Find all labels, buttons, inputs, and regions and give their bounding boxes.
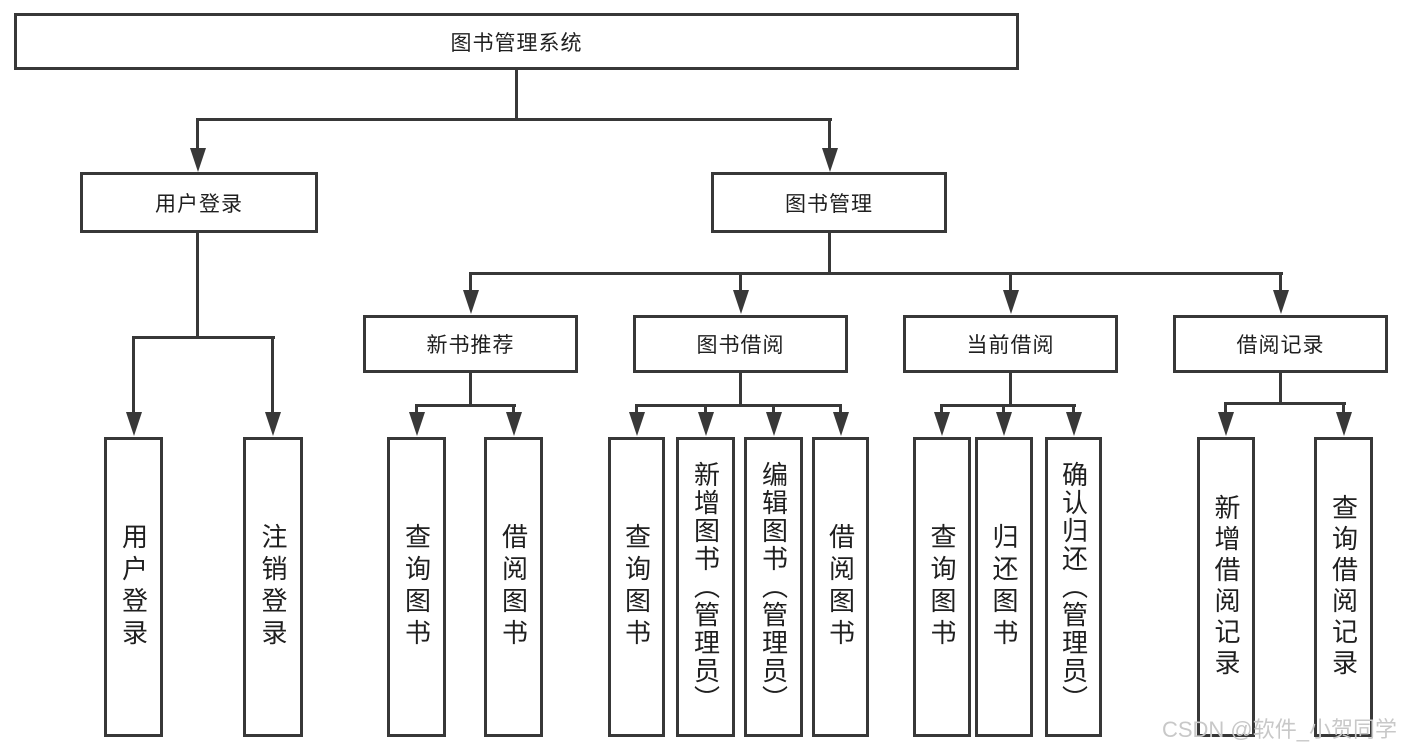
connector-line: [132, 336, 275, 339]
connector-line: [132, 336, 135, 414]
connector-line: [1279, 272, 1282, 292]
node-user-login: 用户登录: [80, 172, 318, 233]
connector-arrowhead: [698, 412, 714, 436]
connector-line: [739, 373, 742, 406]
connector-line: [828, 118, 831, 150]
connector-arrowhead: [1003, 290, 1019, 314]
leaf-query-borrow-record: 查询借阅记录: [1314, 437, 1373, 737]
node-new-book-recommendation: 新书推荐: [363, 315, 578, 373]
connector-line: [1279, 373, 1282, 404]
connector-arrowhead: [463, 290, 479, 314]
connector-line: [772, 404, 775, 414]
leaf-borrow-books-recommendation: 借阅图书: [484, 437, 543, 737]
connector-arrowhead: [934, 412, 950, 436]
connector-line: [415, 404, 418, 414]
connector-line: [1224, 402, 1346, 405]
leaf-add-borrow-record: 新增借阅记录: [1197, 437, 1255, 737]
connector-line: [196, 118, 832, 121]
leaf-query-books-recommendation: 查询图书: [387, 437, 446, 737]
connector-line: [271, 336, 274, 414]
connector-line: [739, 272, 742, 292]
leaf-query-books-borrowing: 查询图书: [608, 437, 665, 737]
leaf-user-login: 用户登录: [104, 437, 163, 737]
connector-line: [1224, 402, 1227, 414]
connector-arrowhead: [1336, 412, 1352, 436]
connector-arrowhead: [833, 412, 849, 436]
connector-arrowhead: [996, 412, 1012, 436]
connector-arrowhead: [733, 290, 749, 314]
connector-arrowhead: [1218, 412, 1234, 436]
connector-line: [196, 233, 199, 338]
leaf-logout: 注销登录: [243, 437, 303, 737]
connector-line: [1342, 402, 1345, 414]
connector-line: [469, 272, 472, 292]
connector-line: [839, 404, 842, 414]
node-book-borrowing: 图书借阅: [633, 315, 848, 373]
connector-line: [1072, 404, 1075, 414]
connector-line: [828, 233, 831, 274]
connector-line: [196, 118, 199, 150]
connector-arrowhead: [190, 148, 206, 172]
connector-line: [940, 404, 943, 414]
connector-line: [635, 404, 638, 414]
connector-arrowhead: [506, 412, 522, 436]
node-current-borrowing: 当前借阅: [903, 315, 1118, 373]
connector-line: [1002, 404, 1005, 414]
leaf-query-books-current: 查询图书: [913, 437, 971, 737]
node-library-management-system: 图书管理系统: [14, 13, 1019, 70]
node-book-management: 图书管理: [711, 172, 947, 233]
connector-line: [515, 70, 518, 120]
connector-arrowhead: [822, 148, 838, 172]
connector-arrowhead: [629, 412, 645, 436]
connector-arrowhead: [1066, 412, 1082, 436]
leaf-borrow-books-borrowing: 借阅图书: [812, 437, 869, 737]
connector-line: [940, 404, 1076, 407]
connector-arrowhead: [126, 412, 142, 436]
connector-line: [1009, 272, 1012, 292]
leaf-return-books: 归还图书: [975, 437, 1033, 737]
connector-line: [512, 404, 515, 414]
connector-arrowhead: [766, 412, 782, 436]
connector-arrowhead: [409, 412, 425, 436]
connector-line: [415, 404, 516, 407]
connector-line: [1009, 373, 1012, 406]
csdn-watermark: CSDN @软件_小贺同学: [1161, 717, 1397, 742]
node-borrowing-records: 借阅记录: [1173, 315, 1388, 373]
leaf-edit-book-admin: 编辑图书（管理员）: [744, 437, 803, 737]
connector-line: [704, 404, 707, 414]
connector-line: [469, 272, 1283, 275]
leaf-add-book-admin: 新增图书（管理员）: [676, 437, 735, 737]
connector-line: [635, 404, 842, 407]
leaf-confirm-return-admin: 确认归还（管理员）: [1045, 437, 1102, 737]
connector-arrowhead: [265, 412, 281, 436]
connector-line: [469, 373, 472, 406]
connector-arrowhead: [1273, 290, 1289, 314]
